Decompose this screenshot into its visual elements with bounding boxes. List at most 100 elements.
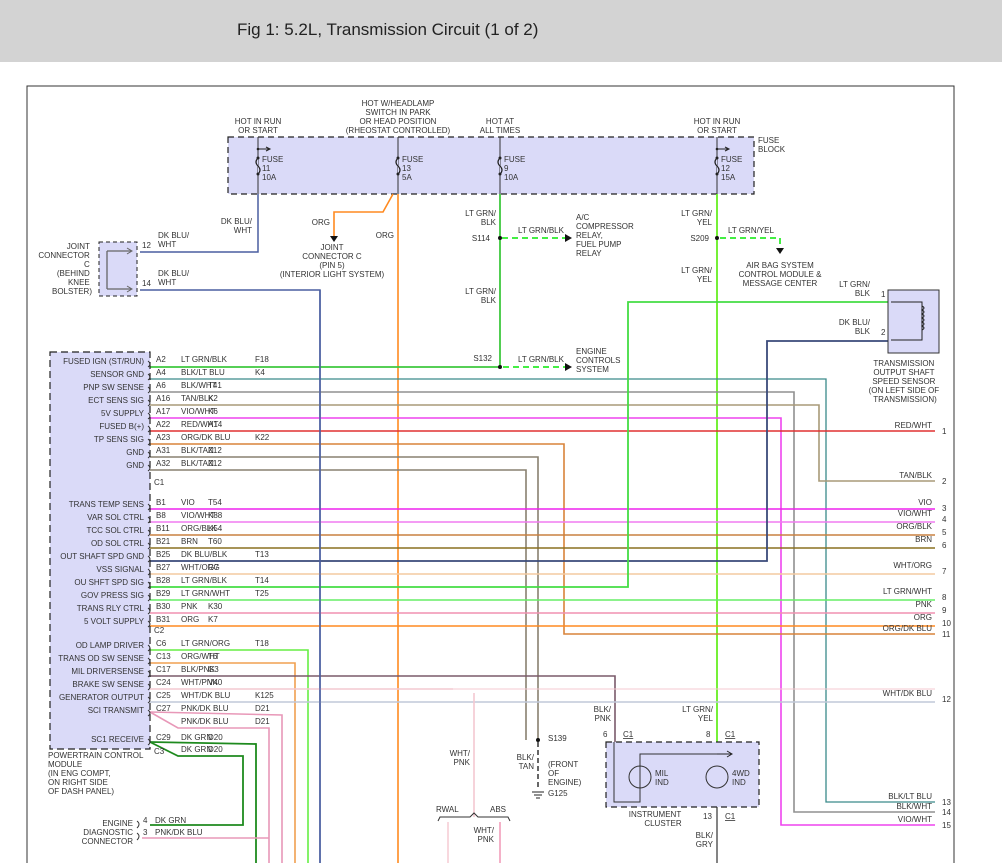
pcm-pin-number: C6 <box>156 639 167 648</box>
pcm-pin-number: B11 <box>156 524 170 533</box>
terminal-wire-label: PNK <box>916 600 933 609</box>
pcm-pin-function: 5 VOLT SUPPLY <box>84 617 145 626</box>
pcm-pin-number: A4 <box>156 368 166 377</box>
pcm-pin-function: GOV PRESS SIG <box>81 591 144 600</box>
pcm-pin-number: A31 <box>156 446 171 455</box>
brace-icon <box>437 812 511 822</box>
pcm-pin-function: GND <box>126 448 144 457</box>
connector-c2: C2 <box>154 626 165 635</box>
cluster-pin-6: 6 <box>603 730 608 739</box>
wire-color-label: WHT/DK BLU <box>181 691 231 700</box>
terminal-number: 11 <box>942 630 951 639</box>
diag-pin-3: 3 <box>143 828 148 837</box>
splice-dot <box>536 738 540 742</box>
pcm-pin-function: GENERATOR OUTPUT <box>59 693 144 702</box>
ground-icon <box>532 791 544 799</box>
wire-color-label: DK BLU/BLK <box>181 550 228 559</box>
circuit-id: K125 <box>255 691 274 700</box>
terminal-number: 9 <box>942 606 947 615</box>
wire-label: LT GRN/BLK <box>465 287 497 305</box>
wire-fuse11-dk-blu-wht <box>140 194 259 253</box>
wire-label: PNK/DK BLU <box>155 828 203 837</box>
pcm-pin-number: C27 <box>156 704 171 713</box>
terminal-wire-label: TAN/BLK <box>899 471 932 480</box>
splice-s132: S132 <box>473 354 492 363</box>
terminal-number: 2 <box>942 477 947 486</box>
pcm-pin-function: OU SHFT SPD SIG <box>74 578 144 587</box>
cluster-pin13-wire: BLK/GRY <box>696 831 714 849</box>
wire-color-label: ORG/WHT <box>181 652 220 661</box>
pcm-pin-function: BRAKE SW SENSE <box>72 680 144 689</box>
terminal-wire-label: ORG <box>914 613 932 622</box>
wire-label: LT GRN/BLK <box>465 209 497 227</box>
pcm-pin-function: OD LAMP DRIVER <box>76 641 145 650</box>
circuit-id: K7 <box>208 615 218 624</box>
pcm-pin-number: B29 <box>156 589 171 598</box>
wire-color-label: WHT/PNK <box>181 678 219 687</box>
wire-color-label: VIO/WHT <box>181 407 215 416</box>
terminal-number: 4 <box>942 515 947 524</box>
wire-color-label: LT GRN/ORG <box>181 639 230 648</box>
wire-color-label: ORG/BLK <box>181 524 217 533</box>
cluster-pin8-wire: LT GRN/YEL <box>682 705 714 723</box>
connector-c1: C1 <box>154 478 165 487</box>
terminal-wire-label: ORG/BLK <box>896 522 932 531</box>
wire-color-label: WHT/ORG <box>181 563 220 572</box>
terminal-number: 7 <box>942 567 947 576</box>
joint-pin-14: 14 <box>142 279 151 288</box>
terminal-number: 3 <box>942 504 947 513</box>
cluster-pin6-wire: BLK/PNK <box>594 705 612 723</box>
wire-color-label: DK GRN <box>181 745 212 754</box>
pcm-pin-number: A32 <box>156 459 171 468</box>
wire-color-label: ORG <box>181 615 199 624</box>
terminal-number: 15 <box>942 821 951 830</box>
circuit-id: D21 <box>255 704 270 713</box>
pcm-pin-function: 5V SUPPLY <box>101 409 145 418</box>
pcm-pin-function: OD SOL CTRL <box>91 539 145 548</box>
terminal-wire-label: BLK/LT BLU <box>888 792 932 801</box>
diagram-frame <box>26 85 955 863</box>
rwal-label: RWAL <box>436 805 459 814</box>
wire-c6 <box>150 649 309 863</box>
wire-color-label: BLK/TAN <box>181 446 214 455</box>
pcm-pin-function: OUT SHAFT SPD GND <box>60 552 144 561</box>
wire-s209-branch <box>720 237 781 248</box>
wire-color-label: LT GRN/WHT <box>181 589 230 598</box>
terminal-wire-label: LT GRN/WHT <box>883 587 932 596</box>
circuit-id: Z12 <box>208 459 222 468</box>
pcm-pin-number: C24 <box>156 678 171 687</box>
pcm-pin-number: B31 <box>156 615 171 624</box>
cluster-pin-13: 13 <box>703 812 712 821</box>
wire-color-label: TAN/BLK <box>181 394 214 403</box>
circuit-id: K4 <box>255 368 265 377</box>
wire-color-label: DK GRN <box>181 733 212 742</box>
terminal-number: 12 <box>942 695 951 704</box>
terminal-wire-label: BRN <box>915 535 932 544</box>
circuit-id: T13 <box>255 550 269 559</box>
wire-color-label: BLK/TAN <box>181 459 214 468</box>
wire-label: WHT/PNK <box>450 749 471 767</box>
circuit-id: T14 <box>255 576 269 585</box>
pcm-pin-function: PNP SW SENSE <box>83 383 144 392</box>
